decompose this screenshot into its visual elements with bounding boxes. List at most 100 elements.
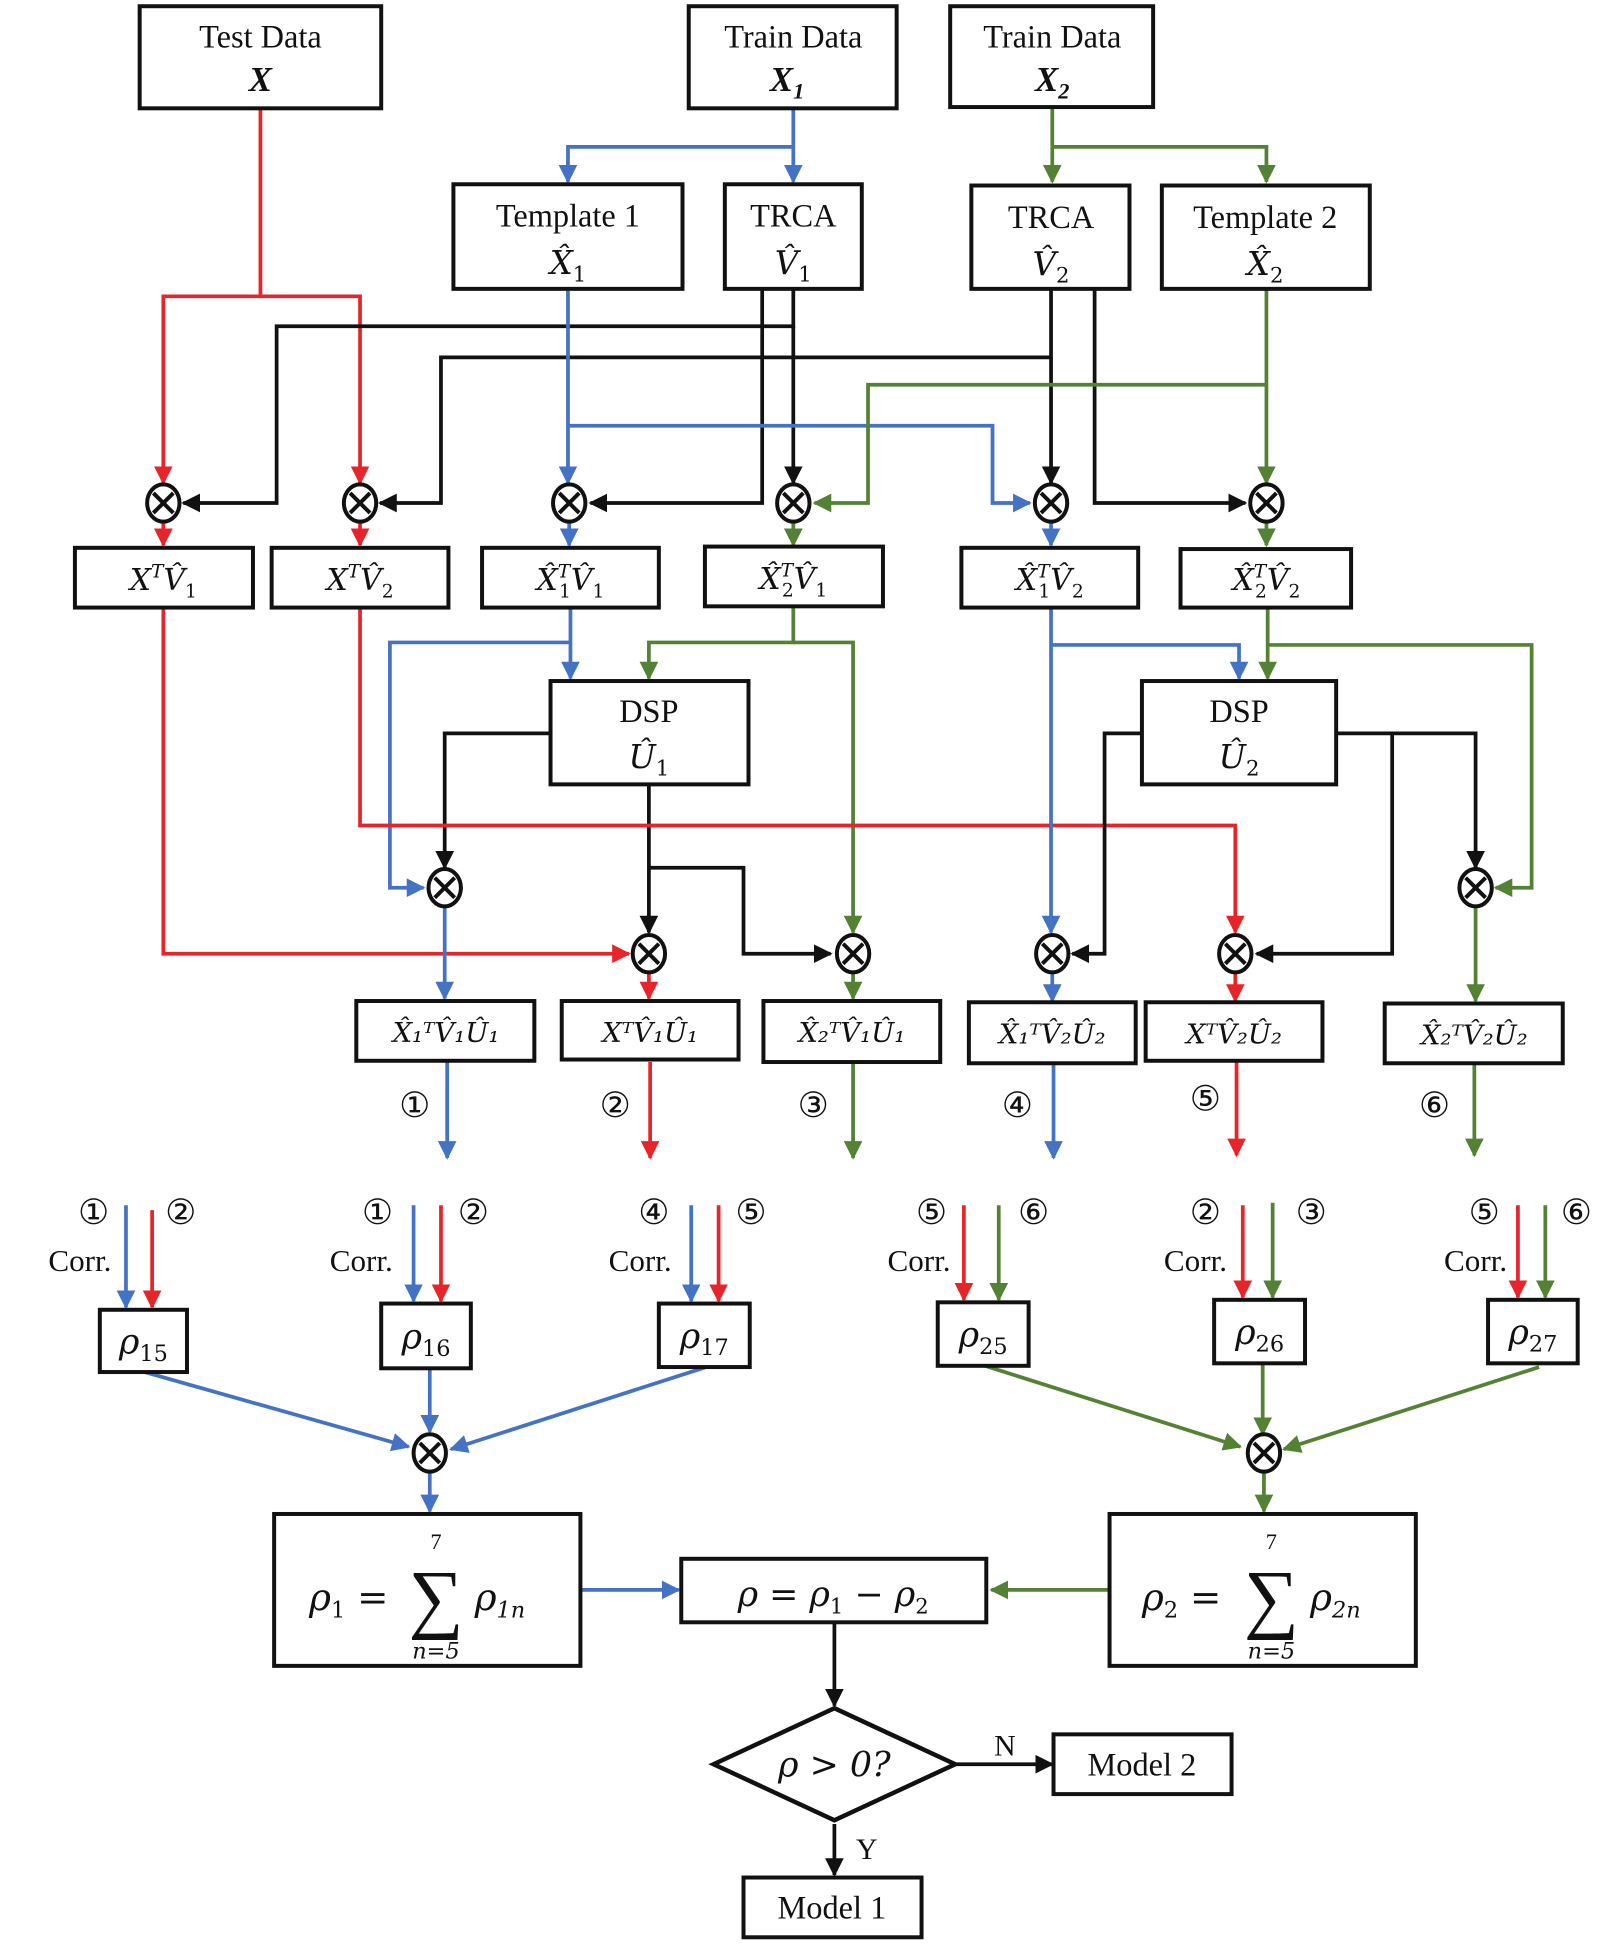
decision-condition: ρ > 0? <box>777 1746 891 1786</box>
projection-label: XTV̂2 <box>324 562 393 603</box>
rho-label: ρ17 <box>679 1317 729 1361</box>
input-train-data-1: Train Data X1 <box>686 4 899 111</box>
multiply-node-icon <box>1034 933 1071 975</box>
rho-label: ρ15 <box>118 1322 168 1366</box>
difference-box: ρ = ρ1 − ρ2 <box>679 1556 989 1625</box>
model-2-label: Model 2 <box>1088 1747 1197 1783</box>
wire-r25-agg <box>984 1364 1243 1451</box>
template-1-box: Template 1 X̂1 <box>451 182 685 291</box>
rho-label: ρ25 <box>958 1316 1008 1360</box>
wire-train1-to-template1 <box>558 145 794 184</box>
wire-test-to-mult1 <box>153 294 261 485</box>
feature-marker: ⑤ <box>1190 1080 1221 1120</box>
template-2-box: Template 2 X̂2 <box>1159 183 1372 291</box>
rho-label: ρ16 <box>401 1317 451 1361</box>
multiply-node-icon <box>1032 482 1070 524</box>
wire-v1-to-mult3 <box>588 288 765 513</box>
wire-test-to-mult2 <box>260 294 370 485</box>
multiply-node-icon <box>1245 1432 1283 1474</box>
wire-x1tv2-to-dsp2 <box>1051 643 1249 681</box>
sigma-icon: ∑ <box>408 1555 463 1641</box>
label-title: Template 2 <box>1193 200 1337 236</box>
sum-lower-limit: n=5 <box>1248 1638 1295 1664</box>
input-marker-left: ⑤ <box>916 1193 947 1233</box>
multiply-node-icon <box>775 482 812 524</box>
decision-yes-label: Y <box>856 1833 878 1866</box>
sum-lower-limit: n=5 <box>412 1638 459 1664</box>
wire-r15-agg <box>144 1370 411 1452</box>
feature-marker: ② <box>600 1086 631 1126</box>
multiply-node-icon <box>834 933 872 975</box>
sum-upper-limit: 7 <box>430 1529 441 1554</box>
sum-term: ρ2n <box>1309 1575 1361 1623</box>
difference-formula: ρ = ρ1 − ρ2 <box>737 1575 929 1618</box>
input-train-data-2: Train Data X2 <box>948 4 1156 110</box>
sum-lhs: ρ2 = <box>1141 1575 1221 1623</box>
input-marker-right: ⑤ <box>735 1193 766 1233</box>
feature-5: XᵀV̂₂Û₂ ⑤ <box>1143 1000 1325 1120</box>
label-title: TRCA <box>1008 200 1095 236</box>
multiply-node-icon <box>630 933 668 975</box>
wire-x2tv2-to-mult12 <box>1267 643 1534 898</box>
feature-marker: ① <box>399 1086 430 1126</box>
rho-label: ρ26 <box>1234 1313 1284 1357</box>
wire-x1-to-mult5 <box>567 423 1032 513</box>
multiply-node-icon <box>145 482 182 524</box>
label-symbol: Û1 <box>629 738 670 780</box>
label-symbol: V̂1 <box>775 244 812 286</box>
feature-marker: ⑥ <box>1419 1086 1450 1126</box>
corr-label: Corr. <box>888 1243 951 1278</box>
wire-r27-agg <box>1282 1365 1540 1453</box>
label-symbol: X̂1 <box>547 244 587 286</box>
model-2-box: Model 2 <box>1051 1732 1234 1797</box>
dsp-1-box: DSP Û1 <box>548 679 751 787</box>
wire-x1tv1-to-mult7 <box>388 640 571 898</box>
input-marker-right: ③ <box>1296 1193 1327 1233</box>
feature-3: X̂₂ᵀV̂₁Û₁ ③ <box>761 999 943 1126</box>
wire-v2-to-mult2 <box>378 288 1053 513</box>
label-title: DSP <box>619 694 678 730</box>
model-1-box: Model 1 <box>741 1875 924 1940</box>
sum-term: ρ1n <box>474 1575 526 1623</box>
wire-v2-to-mult6 <box>1092 288 1248 513</box>
wire-u2-to-mult12 <box>1392 731 1485 870</box>
input-test-data: Test Data X <box>137 4 384 111</box>
feature-label: X̂₂ᵀV̂₂Û₂ <box>1419 1018 1528 1052</box>
feature-4: X̂₁ᵀV̂₂Û₂ ④ <box>966 1000 1138 1126</box>
feature-label: XᵀV̂₂Û₂ <box>1184 1016 1282 1050</box>
decision-diamond: ρ > 0? N Y <box>708 1705 1016 1866</box>
sum-upper-limit: 7 <box>1266 1529 1277 1554</box>
feature-2: XᵀV̂₁Û₁ ② <box>559 999 741 1126</box>
wire-r17-agg <box>449 1365 707 1453</box>
feature-6: X̂₂ᵀV̂₂Û₂ ⑥ <box>1382 1001 1565 1126</box>
input-marker-left: ② <box>1190 1193 1221 1233</box>
connections <box>116 107 1555 1877</box>
projection-XTV1: XTV̂1 <box>72 545 255 610</box>
feature-label: X̂₁ᵀV̂₂Û₂ <box>997 1016 1106 1050</box>
wire-xtv1-to-mult8 <box>161 607 631 964</box>
label-symbol: V̂2 <box>1033 245 1070 287</box>
feature-boxes: X̂₁ᵀV̂₁Û₁ ① XᵀV̂₁Û₁ ② X̂₂ᵀV̂₁Û₁ ③ X̂₁ᵀV̂… <box>354 999 1565 1126</box>
label-symbol: X̂2 <box>1244 245 1284 287</box>
multiply-node-icon <box>551 482 588 524</box>
multiply-node-icon <box>426 867 463 909</box>
multiplier-nodes <box>145 482 1494 1474</box>
sum-box-class1: 7 ∑ n=5 ρ1 = ρ1n <box>272 1511 583 1668</box>
feature-marker: ④ <box>1002 1086 1033 1126</box>
input-marker-left: ① <box>362 1193 393 1233</box>
input-marker-right: ② <box>165 1193 196 1233</box>
feature-label: X̂₁ᵀV̂₁Û₁ <box>391 1015 500 1049</box>
trca-2-box: TRCA V̂2 <box>969 183 1132 291</box>
dsp-2-box: DSP Û2 <box>1139 679 1339 787</box>
label-title: TRCA <box>750 199 837 235</box>
input-marker-left: ⑤ <box>1469 1193 1500 1233</box>
